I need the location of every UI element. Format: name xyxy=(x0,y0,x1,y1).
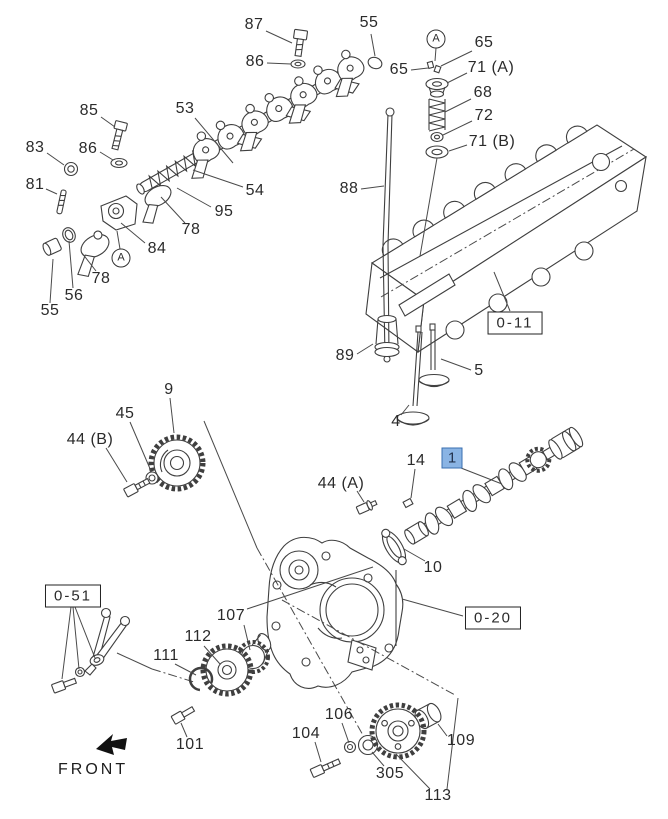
part-label-83: 83 xyxy=(25,139,45,156)
part-label-109: 109 xyxy=(446,732,476,749)
part-label-81: 81 xyxy=(25,176,45,193)
part-label-65-right: 65 xyxy=(474,34,494,51)
idler-gear xyxy=(123,420,369,745)
part-label-84: 84 xyxy=(147,240,167,257)
gear-group-bottom xyxy=(309,702,442,778)
part-label-111: 111 xyxy=(153,647,179,664)
section-ref-0-11[interactable]: 0-11 xyxy=(487,311,543,335)
part-label-106: 106 xyxy=(324,706,354,723)
part-label-95: 95 xyxy=(214,203,234,220)
highlighted-part-label-1[interactable]: 1 xyxy=(441,447,463,469)
lever-fork-group xyxy=(51,607,195,694)
tappet xyxy=(374,314,400,358)
part-label-87: 87 xyxy=(244,16,264,33)
rocker-shaft-assembly xyxy=(136,45,374,195)
circled-mark-a-mid: A xyxy=(111,248,131,268)
part-label-45: 45 xyxy=(115,405,135,422)
part-label-55-left: 55 xyxy=(40,302,60,319)
valve-stem-parts xyxy=(419,60,449,257)
part-label-55-top: 55 xyxy=(359,14,379,31)
part-label-9: 9 xyxy=(164,381,174,398)
valves xyxy=(396,323,450,426)
part-label-85: 85 xyxy=(79,102,99,119)
part-label-56: 56 xyxy=(64,287,84,304)
part-label-71a: 71 (A) xyxy=(467,59,515,76)
section-ref-0-20[interactable]: 0-20 xyxy=(464,606,522,630)
part-label-78-lower: 78 xyxy=(91,270,111,287)
part-label-65-left: 65 xyxy=(389,61,409,78)
part-label-88: 88 xyxy=(339,180,359,197)
part-label-53: 53 xyxy=(175,100,195,117)
part-label-78-upper: 78 xyxy=(181,221,201,238)
part-label-10: 10 xyxy=(423,559,443,576)
part-label-113: 113 xyxy=(424,787,452,804)
part-label-305: 305 xyxy=(375,765,405,782)
fastener-parts xyxy=(56,28,383,215)
front-arrow-icon xyxy=(96,734,127,755)
part-label-104: 104 xyxy=(291,725,321,742)
part-label-107: 107 xyxy=(216,607,246,624)
front-indicator-label: FRONT xyxy=(58,761,129,778)
part-label-71b: 71 (B) xyxy=(468,133,516,150)
part-label-5: 5 xyxy=(474,362,484,379)
part-label-44a: 44 (A) xyxy=(317,475,365,492)
part-label-14: 14 xyxy=(406,452,426,469)
circled-mark-a-top: A xyxy=(426,29,446,49)
part-label-89: 89 xyxy=(335,347,355,364)
leader-lines xyxy=(45,30,511,790)
cylinder-head xyxy=(365,124,648,354)
part-label-86-top: 86 xyxy=(245,53,265,70)
part-label-86-mid: 86 xyxy=(78,140,98,157)
part-label-72: 72 xyxy=(474,107,494,124)
section-ref-0-51[interactable]: 0-51 xyxy=(44,584,102,608)
part-label-54: 54 xyxy=(245,182,265,199)
camshaft xyxy=(355,426,584,566)
timing-gear-case xyxy=(266,536,456,696)
gear-group-center xyxy=(170,633,272,725)
part-label-44b: 44 (B) xyxy=(66,431,114,448)
part-label-4: 4 xyxy=(391,413,401,430)
part-label-112: 112 xyxy=(184,628,212,645)
part-label-101: 101 xyxy=(175,736,205,753)
part-label-68: 68 xyxy=(473,84,493,101)
rocker-bracket-group xyxy=(42,184,172,278)
